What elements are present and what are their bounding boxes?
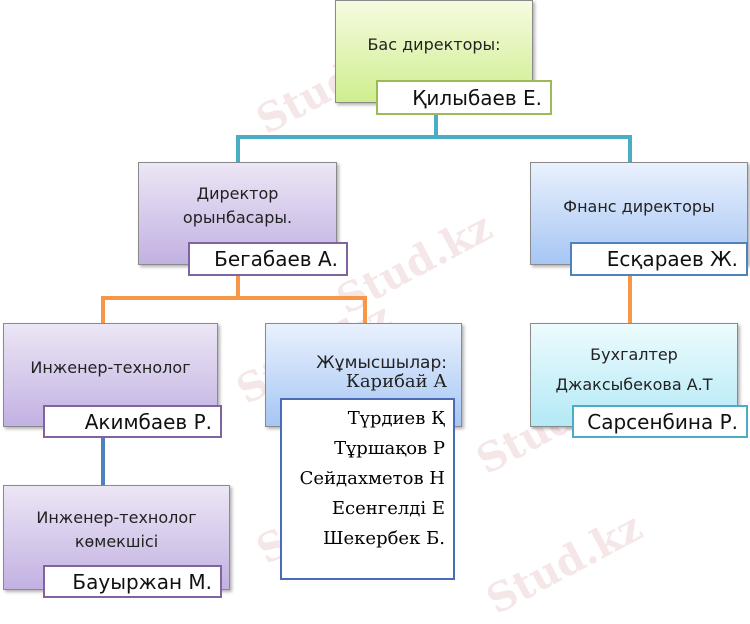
worker-item: Шекербек Б. (322, 528, 445, 549)
connector (101, 296, 367, 300)
deputy-title: Директор орынбасары. (182, 183, 293, 227)
worker-item: Сейдахметов Н (299, 468, 445, 489)
worker-item: Тұршақов Р (334, 438, 445, 459)
accountant-subtitle: Джаксыбекова А.Т (555, 375, 713, 395)
ceo-title: Бас директоры: (367, 34, 501, 54)
watermark: Stud.kz (328, 203, 500, 324)
engineer-name: Акимбаев Р. (43, 405, 222, 438)
connector (434, 115, 438, 139)
connector (628, 276, 632, 324)
connector (101, 438, 105, 486)
workers-list: Түрдиев Қ Тұршақов Р Сейдахметов Н Есенг… (280, 398, 455, 580)
connector (236, 276, 240, 300)
watermark: Stud.kz (478, 503, 650, 624)
assistant-name: Бауыржан М. (43, 565, 222, 598)
connector (363, 296, 367, 324)
engineer-title: Инженер-технолог (30, 358, 191, 377)
connector (101, 296, 105, 324)
accountant-title: Бухгалтер (590, 345, 678, 364)
assistant-title: Инженер-технолог көмекшісі (36, 507, 197, 551)
worker-item: Есенгелді Е (331, 498, 445, 519)
connector (236, 135, 632, 139)
accountant-name: Сарсенбина Р. (572, 405, 748, 438)
worker-item: Түрдиев Қ (347, 408, 445, 429)
workers-title: Жұмысшылар: (316, 353, 447, 373)
workers-first: Карибай А (345, 370, 447, 392)
finance-title: Фнанс директоры (563, 196, 715, 216)
connector (236, 135, 240, 163)
ceo-name: Қилыбаев Е. (376, 80, 552, 115)
deputy-name: Бегабаев А. (188, 242, 348, 276)
finance-name: Есқараев Ж. (570, 242, 748, 276)
connector (628, 135, 632, 163)
